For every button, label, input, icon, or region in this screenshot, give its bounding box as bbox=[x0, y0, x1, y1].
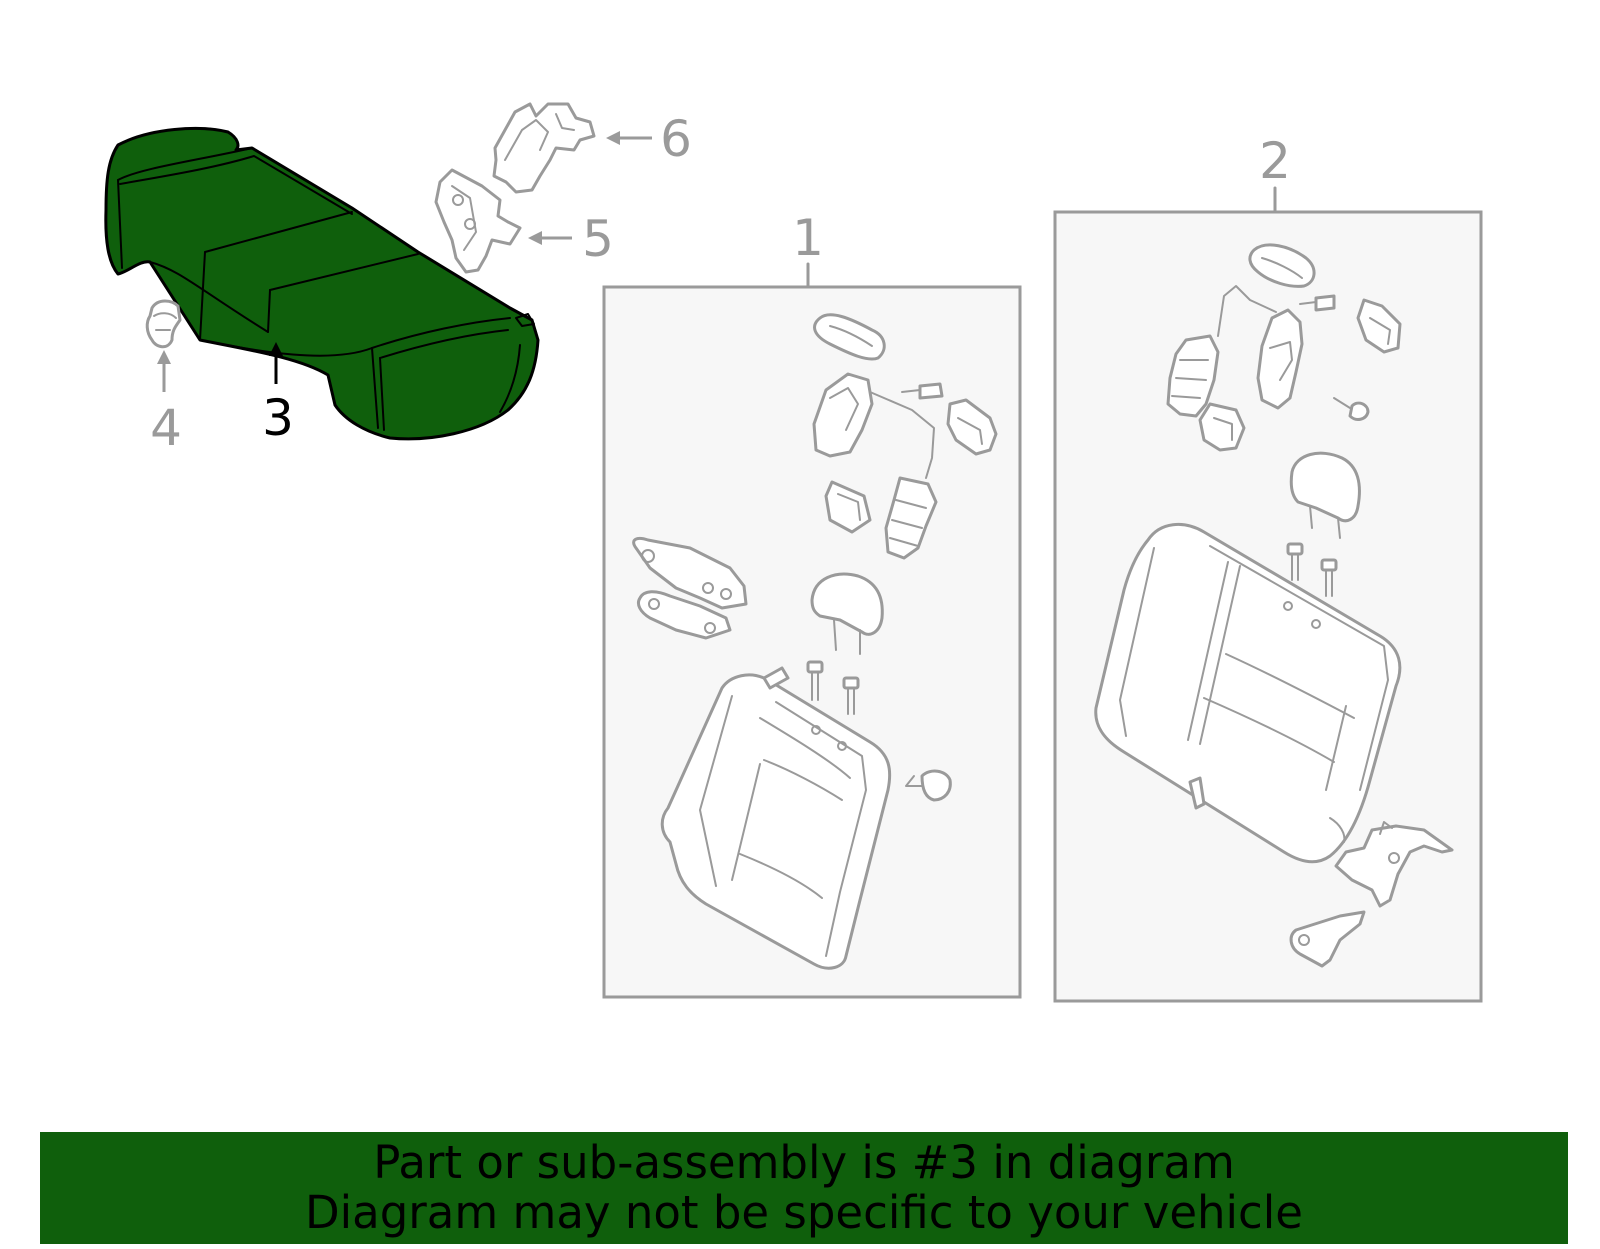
small-bracket-icon bbox=[1289, 910, 1366, 968]
callout-label-2: 2 bbox=[1259, 132, 1291, 190]
side-clip-icon bbox=[905, 769, 952, 802]
headrest-icon bbox=[810, 572, 884, 655]
callout-label-3: 3 bbox=[262, 389, 294, 447]
arrow-up-icon bbox=[269, 342, 283, 356]
callout-5[interactable]: 5 bbox=[528, 210, 614, 268]
bracket-part-6[interactable] bbox=[492, 102, 596, 194]
info-banner: Part or sub-assembly is #3 in diagram Di… bbox=[40, 1132, 1568, 1244]
callout-4[interactable]: 4 bbox=[150, 350, 182, 457]
callout-1[interactable]: 1 bbox=[792, 209, 824, 267]
arrow-up-icon bbox=[157, 350, 171, 364]
screw-icon bbox=[1333, 397, 1370, 421]
latch-icon bbox=[812, 372, 935, 479]
clip-part-4[interactable] bbox=[145, 299, 182, 349]
seat-back-assembly-2[interactable] bbox=[1053, 186, 1483, 1003]
headrest-icon bbox=[1289, 451, 1361, 539]
bracket-part-5[interactable] bbox=[434, 168, 522, 274]
bolt-icon bbox=[1299, 294, 1336, 312]
hinge-bracket-icon bbox=[632, 536, 748, 640]
arrow-left-icon bbox=[528, 231, 542, 245]
latch-icon bbox=[1217, 285, 1304, 410]
latch-cover-icon bbox=[1248, 243, 1316, 288]
callout-3[interactable]: 3 bbox=[262, 342, 294, 447]
bolt-icon bbox=[901, 382, 944, 400]
hinge-bracket-icon bbox=[1334, 821, 1454, 908]
banner-line-2: Diagram may not be specific to your vehi… bbox=[305, 1186, 1303, 1239]
latch-cover-icon bbox=[813, 313, 886, 361]
banner-line-1: Part or sub-assembly is #3 in diagram bbox=[373, 1136, 1235, 1189]
buckle-icon bbox=[884, 476, 938, 560]
arrow-left-icon bbox=[606, 131, 620, 145]
cover-icon bbox=[946, 398, 998, 456]
seat-back-assembly-1[interactable] bbox=[602, 262, 1022, 999]
callout-6[interactable]: 6 bbox=[606, 110, 692, 168]
seat-back-icon bbox=[1094, 522, 1402, 864]
callout-label-4: 4 bbox=[150, 399, 182, 457]
callout-label-5: 5 bbox=[582, 210, 614, 268]
seat-back-icon bbox=[660, 666, 892, 970]
buckle-icon bbox=[1166, 334, 1220, 418]
pin-icon bbox=[1286, 542, 1338, 597]
bezel-icon bbox=[1198, 402, 1246, 452]
callout-label-1: 1 bbox=[792, 209, 824, 267]
callout-label-6: 6 bbox=[660, 110, 692, 168]
seat-cushion-part-3[interactable] bbox=[104, 127, 540, 441]
bezel-icon bbox=[824, 480, 872, 534]
callout-2[interactable]: 2 bbox=[1259, 132, 1291, 190]
cover-icon bbox=[1356, 298, 1402, 354]
pin-icon bbox=[806, 660, 860, 715]
